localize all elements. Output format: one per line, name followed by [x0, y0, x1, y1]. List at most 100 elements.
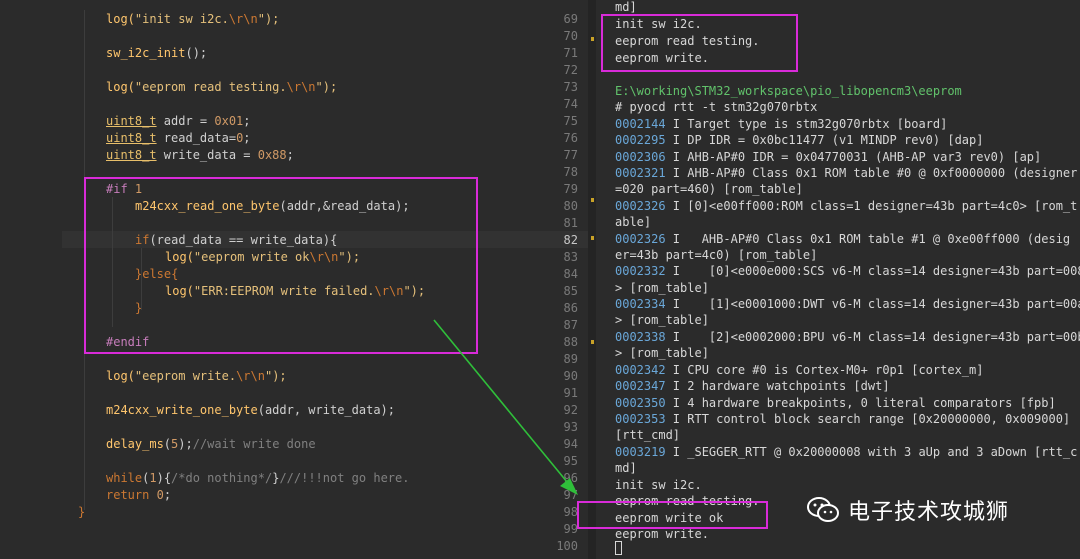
line-number: 86	[563, 301, 578, 315]
log-text: I AHB-AP#0 Class 0x1 ROM table #1 @ 0xe0…	[665, 232, 1071, 246]
code-token: (read_data == write_data){	[149, 233, 338, 247]
code-token: ();	[185, 46, 208, 60]
line-number: 77	[563, 148, 578, 162]
code-editor[interactable]: 69 70 71 72 73 74 75 76 77 78 79 80 81 8…	[0, 0, 588, 559]
code-line-76: uint8_t read_data=0;	[106, 131, 251, 145]
code-token: {	[171, 267, 179, 281]
terminal-path: E:\working\STM32_workspace\pio_libopencm…	[615, 84, 962, 98]
current-line-highlight	[62, 231, 588, 248]
terminal-line: init sw i2c.	[615, 17, 702, 31]
log-text: I AHB-AP#0 IDR = 0x04770031 (AHB-AP var3…	[665, 150, 1042, 164]
indent-guide	[112, 197, 113, 327]
code-token: addr =	[156, 114, 215, 128]
log-text: I 4 hardware breakpoints, 0 literal comp…	[665, 396, 1056, 410]
line-number-current: 82	[563, 233, 578, 247]
line-number: 75	[563, 114, 578, 128]
terminal-line: 0002295 I DP IDR = 0x0bc11477 (v1 MINDP …	[615, 133, 983, 147]
log-timestamp: 0002342	[615, 363, 666, 377]
arrow-line	[433, 319, 573, 489]
code-token: uint8_t	[106, 148, 157, 162]
log-text: I [1]<e0001000:DWT v6-M class=14 designe…	[665, 297, 1080, 311]
terminal-line: 0002306 I AHB-AP#0 IDR = 0x04770031 (AHB…	[615, 150, 1041, 164]
line-number: 81	[563, 216, 578, 230]
code-line-77: uint8_t write_data = 0x88;	[106, 148, 294, 162]
code-token: ");	[315, 80, 338, 94]
code-token: //wait write done	[192, 437, 316, 451]
terminal-line: able]	[615, 215, 652, 229]
line-number: 95	[563, 454, 578, 468]
log-timestamp: 0002295	[615, 133, 666, 147]
code-line-73: log("eeprom read testing.\r\n");	[106, 80, 337, 94]
log-timestamp: 0002144	[615, 117, 666, 131]
code-token: write_data =	[156, 148, 258, 162]
code-token: );	[178, 437, 193, 451]
code-token: ");	[257, 12, 280, 26]
code-line-90: log("eeprom write.\r\n");	[106, 369, 287, 383]
code-token: log(	[106, 80, 135, 94]
wechat-icon	[807, 497, 839, 522]
log-text: I [2]<e0002000:BPU v6-M class=14 designe…	[665, 330, 1080, 344]
code-token: log(	[165, 250, 194, 264]
code-token: ;	[243, 131, 251, 145]
change-marker	[591, 236, 594, 240]
log-text: I DP IDR = 0x0bc11477 (v1 MINDP rev0) [d…	[665, 133, 984, 147]
code-line-86: }	[135, 301, 142, 315]
terminal-line: 0002350 I 4 hardware breakpoints, 0 lite…	[615, 396, 1056, 410]
code-line-71: sw_i2c_init();	[106, 46, 207, 60]
annotation-box-terminal-top	[601, 14, 798, 72]
code-token: /*do nothing*/	[171, 471, 273, 485]
log-timestamp: 0002306	[615, 150, 666, 164]
code-line-98: }	[78, 505, 85, 519]
terminal-panel[interactable]: md] init sw i2c. eeprom read testing. ee…	[596, 0, 1080, 559]
log-text: I 2 hardware watchpoints [dwt]	[665, 379, 890, 393]
code-token: \r\n	[374, 284, 404, 298]
line-number: 99	[563, 522, 578, 536]
code-token: (	[163, 437, 172, 451]
code-token: #endif	[106, 335, 150, 349]
line-number: 84	[563, 267, 578, 281]
log-timestamp: 0002334	[615, 297, 666, 311]
terminal-line: > [rom_table]	[615, 313, 709, 327]
code-token: }	[272, 471, 280, 485]
terminal-line: init sw i2c.	[615, 478, 702, 492]
code-token: 5	[171, 437, 179, 451]
terminal-line: =020 part=460) [rom_table]	[615, 182, 803, 196]
change-marker	[591, 37, 594, 41]
terminal-line: eeprom write ok	[615, 511, 724, 525]
indent-guide	[141, 248, 142, 310]
line-number: 83	[563, 250, 578, 264]
code-token: "eeprom read testing.	[134, 80, 287, 94]
terminal-line: > [rom_table]	[615, 281, 709, 295]
line-number: 100	[556, 539, 578, 553]
code-line-84: }else{	[135, 267, 178, 281]
code-token: #if	[106, 182, 128, 196]
code-token: 0	[149, 488, 164, 502]
code-line-69: log("init sw i2c.\r\n");	[106, 12, 279, 26]
code-token: (addr,&read_data);	[279, 199, 410, 213]
line-number: 90	[563, 369, 578, 383]
code-token: 0x88	[257, 148, 287, 162]
code-token: while	[106, 471, 143, 485]
code-token: (	[142, 471, 150, 485]
annotation-box-code	[84, 177, 478, 354]
code-line-82: if(read_data == write_data){	[135, 233, 337, 247]
terminal-line: eeprom write.	[615, 527, 709, 541]
log-text: I [0]<e000e000:SCS v6-M class=14 designe…	[665, 264, 1080, 278]
log-timestamp: 0002338	[615, 330, 666, 344]
code-token: 0x01	[214, 114, 244, 128]
line-number: 92	[563, 403, 578, 417]
code-token: log(	[165, 284, 194, 298]
log-timestamp: 0002332	[615, 264, 666, 278]
line-number: 78	[563, 165, 578, 179]
code-line-92: m24cxx_write_one_byte(addr, write_data);	[106, 403, 395, 417]
line-number: 72	[563, 63, 578, 77]
log-timestamp: 0002350	[615, 396, 666, 410]
pane-splitter[interactable]	[588, 0, 596, 559]
code-token: read_data=	[156, 131, 237, 145]
annotation-box-terminal-result	[577, 501, 768, 529]
terminal-line: 0002332 I [0]<e000e000:SCS v6-M class=14…	[615, 264, 1080, 278]
line-number: 76	[563, 131, 578, 145]
code-token: else	[142, 267, 172, 281]
terminal-line: 0002326 I AHB-AP#0 Class 0x1 ROM table #…	[615, 232, 1070, 246]
